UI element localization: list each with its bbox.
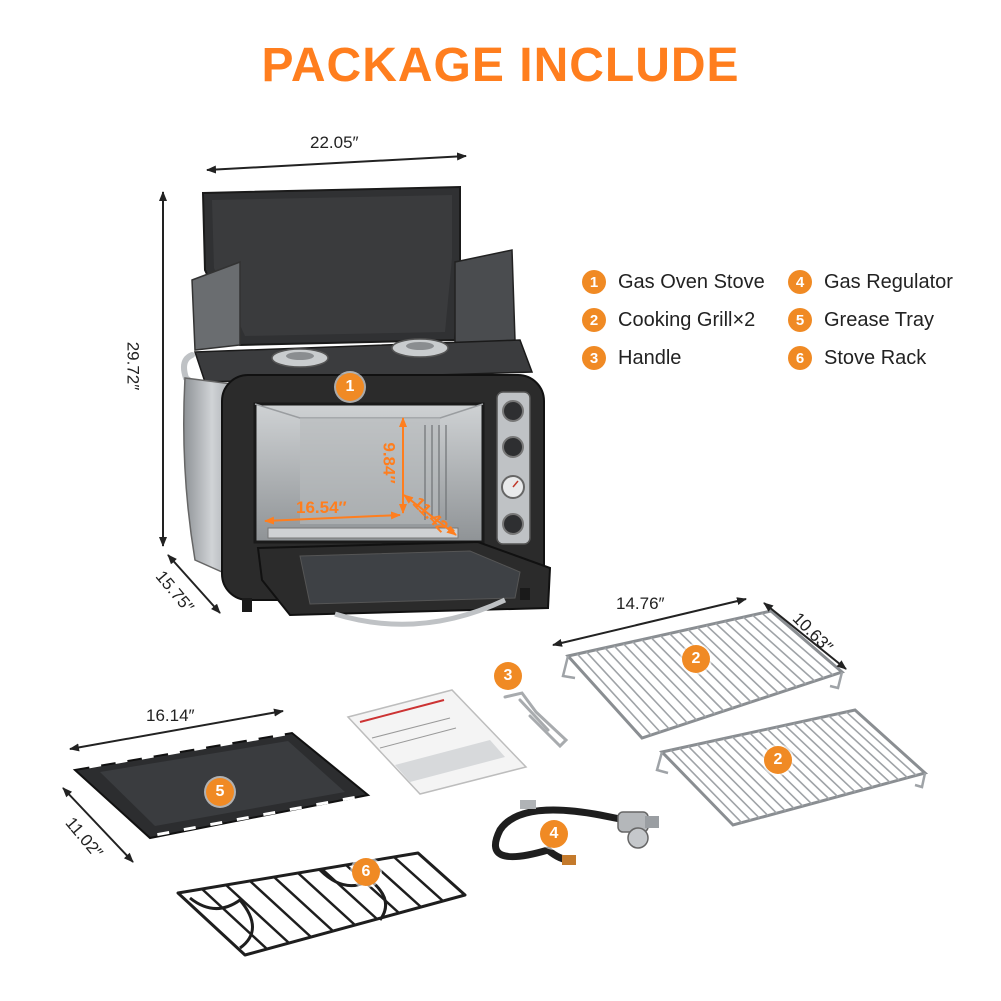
legend-label: Handle — [618, 346, 682, 369]
legend-number-badge: 2 — [582, 308, 606, 332]
legend-label: Stove Rack — [824, 346, 927, 369]
legend-number-badge: 5 — [788, 308, 812, 332]
callout-regulator: 4 — [540, 820, 568, 848]
gas-regulator — [492, 800, 659, 865]
oven-width-label: 22.05″ — [310, 133, 359, 152]
callout-grill-top: 2 — [682, 645, 710, 673]
legend-number-badge: 4 — [788, 270, 812, 294]
user-manual — [346, 689, 528, 795]
legend-number-badge: 1 — [582, 270, 606, 294]
tray-width-label: 16.14″ — [146, 706, 195, 725]
handle — [503, 691, 569, 749]
legend-item-stove-rack: 6 Stove Rack — [788, 346, 926, 370]
callout-rack: 6 — [352, 858, 380, 886]
stove-rack — [176, 851, 467, 957]
callout-grill-bottom: 2 — [764, 746, 792, 774]
legend-label: Gas Oven Stove — [618, 270, 765, 293]
legend-label: Cooking Grill×2 — [618, 308, 756, 331]
page-title: PACKAGE INCLUDE — [261, 39, 740, 92]
legend-item-gas-oven-stove: 1 Gas Oven Stove — [582, 270, 765, 294]
callout-tray: 5 — [206, 778, 234, 806]
oven-height-label: 29.72″ — [123, 341, 143, 391]
cooking-grill-bottom — [655, 708, 929, 827]
interior-height-label: 9.84″ — [379, 442, 399, 484]
callout-handle: 3 — [494, 662, 522, 690]
interior-width-label: 16.54″ — [296, 498, 347, 517]
legend-number-badge: 6 — [788, 346, 812, 370]
legend-item-handle: 3 Handle — [582, 346, 681, 370]
legend-item-cooking-grill: 2 Cooking Grill×2 — [582, 308, 755, 332]
legend-item-gas-regulator: 4 Gas Regulator — [788, 270, 953, 294]
grill-width-label: 14.76″ — [616, 594, 665, 613]
legend-label: Gas Regulator — [824, 270, 953, 293]
legend-label: Grease Tray — [824, 308, 935, 331]
gas-oven-stove — [181, 185, 552, 627]
callout-oven: 1 — [336, 373, 364, 401]
legend-item-grease-tray: 5 Grease Tray — [788, 308, 934, 332]
legend-number-badge: 3 — [582, 346, 606, 370]
